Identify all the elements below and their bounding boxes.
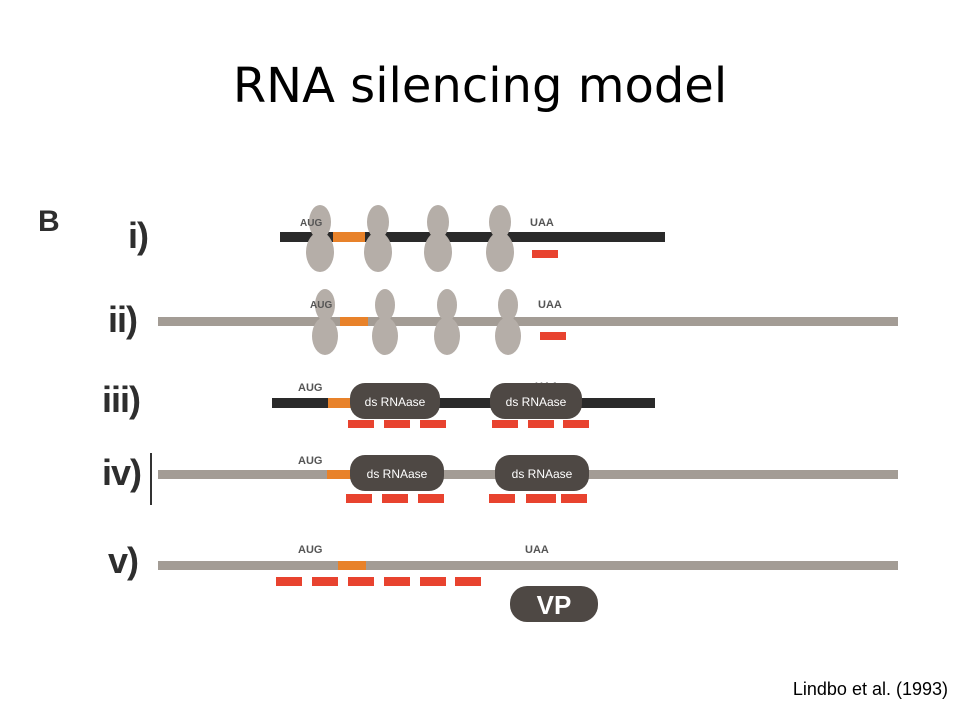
mrna-strand-v: [158, 561, 898, 570]
row-v: AUG UAA VP: [158, 544, 898, 622]
small-rnas-iv: [346, 494, 587, 503]
row-i: AUG UAA: [280, 205, 665, 272]
orf-start-iii: [328, 398, 354, 408]
mrna-strand-ii: [158, 317, 898, 326]
mrna-strand-iii: [272, 398, 655, 408]
row-label-iii: iii): [102, 379, 141, 420]
row-label-v: v): [108, 540, 139, 581]
ribosomes-i: [306, 205, 514, 272]
row-label-i: i): [128, 215, 149, 256]
start-codon-label: AUG: [298, 455, 322, 467]
dsrnaase-enzyme: [350, 455, 444, 491]
dsrnaase-enzyme: [350, 383, 440, 419]
stop-codon-label: UAA: [538, 299, 562, 311]
start-codon-label: AUG: [298, 544, 322, 556]
start-codon-label: AUG: [298, 382, 322, 394]
orf-start-iv: [327, 470, 353, 479]
enzyme-label: ds RNAase: [506, 395, 567, 409]
stop-codon-label: UAA: [530, 217, 554, 229]
orf-start-v: [338, 561, 366, 570]
enzyme-label: ds RNAase: [512, 467, 573, 481]
viral-protein-label: VP: [537, 590, 572, 620]
viral-protein: [510, 586, 598, 622]
row-iv-marker: [150, 453, 152, 505]
orf-start-i: [333, 232, 365, 242]
dsrnaase-enzyme: [490, 383, 582, 419]
small-rna-ii: [540, 332, 566, 340]
small-rna-i: [532, 250, 558, 258]
start-codon-label: AUG: [310, 300, 332, 311]
orf-start-ii: [340, 317, 368, 326]
row-label-ii: ii): [108, 299, 138, 340]
slide-title: RNA silencing model: [232, 58, 728, 114]
mrna-strand-i: [280, 232, 665, 242]
dsrnaase-enzyme: [495, 455, 589, 491]
ribosomes-ii: [312, 289, 521, 355]
stop-codon-label: UAA: [525, 544, 549, 556]
panel-letter: B: [38, 205, 60, 238]
row-ii: AUG UAA: [158, 289, 898, 355]
enzyme-label: ds RNAase: [365, 395, 426, 409]
citation: Lindbo et al. (1993): [792, 679, 948, 699]
start-codon-label: AUG: [300, 218, 322, 229]
row-iv: ds RNAase ds RNAase AUG: [158, 455, 898, 503]
row-iii: UAA ds RNAase ds RNAase AUG: [272, 381, 655, 428]
small-rnas-v: [276, 577, 481, 586]
row-label-iv: iv): [102, 452, 142, 493]
enzyme-label: ds RNAase: [367, 467, 428, 481]
small-rnas-iii: [348, 420, 589, 428]
